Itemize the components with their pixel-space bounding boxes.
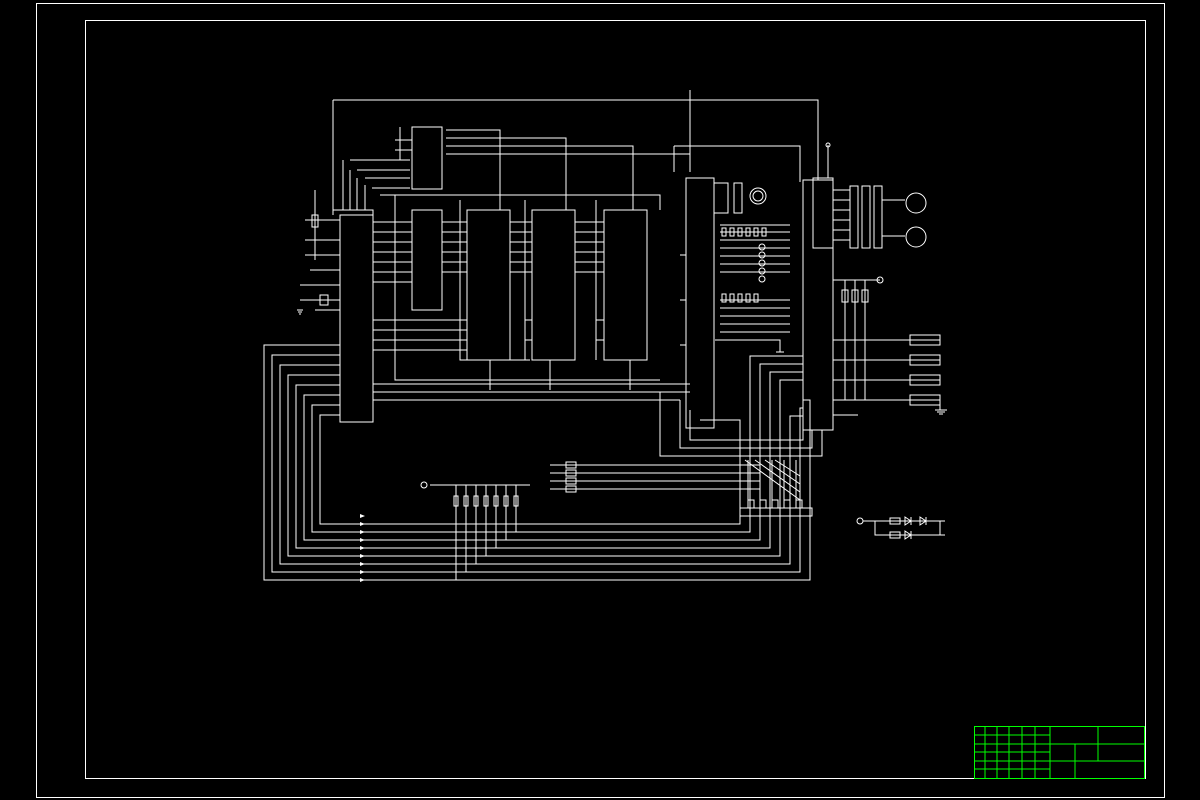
outer-frame [36,3,1165,798]
driver-chip-2 [531,209,576,361]
mcu-chip [339,214,374,423]
inner-frame [85,20,1146,779]
motor-icon [905,226,927,248]
motor-driver-chip [802,179,834,431]
controller-chip [685,177,715,429]
schematic [263,90,947,582]
decoder-chip [411,126,443,190]
motor-icon [905,192,927,214]
resistor-icon [311,214,319,228]
driver-chip-3 [603,209,648,361]
latch-chip [411,209,443,311]
sensor-icon [749,187,767,205]
diode-icon [904,516,912,526]
driver-chip-1 [466,209,511,361]
title-block [974,726,1145,779]
